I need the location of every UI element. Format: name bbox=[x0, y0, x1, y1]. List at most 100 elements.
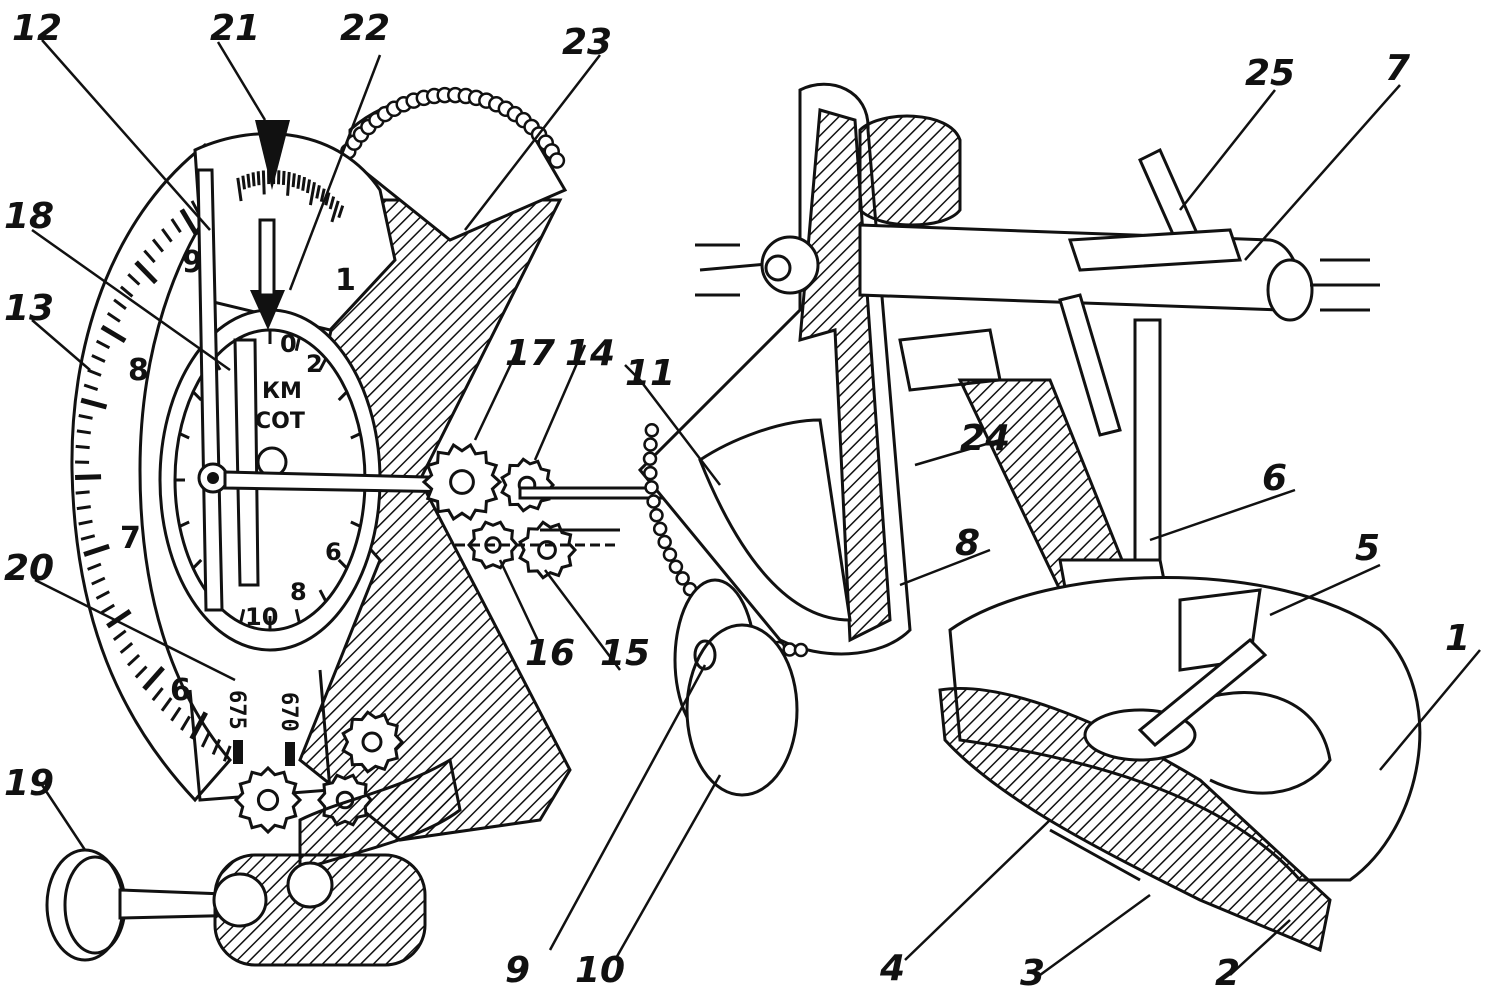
outer-scale-tick bbox=[78, 414, 93, 420]
outer-scale-tick bbox=[83, 383, 99, 391]
outer-scale-tick bbox=[127, 273, 141, 286]
callout-7: 7 bbox=[1385, 48, 1410, 89]
outer-scale-tick bbox=[95, 590, 110, 600]
outer-scale-tick bbox=[95, 339, 111, 350]
bracket-tooth bbox=[668, 559, 684, 575]
spur-gear-block bbox=[212, 853, 427, 967]
follower-lever bbox=[1137, 637, 1268, 748]
outer-scale-tick bbox=[180, 715, 191, 731]
inner-dial-label-10: 10 bbox=[245, 603, 278, 631]
counter-marker-670 bbox=[285, 742, 295, 766]
clamp-25 bbox=[1067, 228, 1243, 272]
outer-scale-tick bbox=[76, 429, 92, 435]
inner-dial-label-2: 2 bbox=[306, 350, 323, 378]
outer-scale-tick bbox=[143, 249, 156, 264]
bracket-tooth bbox=[646, 494, 661, 509]
long-pointer-12 bbox=[196, 168, 224, 612]
inner-dial-tick bbox=[318, 357, 328, 371]
upper-scale-tick bbox=[256, 171, 261, 186]
callout-10: 10 bbox=[575, 950, 625, 991]
outer-scale-tick bbox=[80, 397, 108, 410]
inner-dial-tick bbox=[179, 520, 190, 528]
gear-tooth bbox=[548, 152, 566, 169]
outer-scale-label-7: 7 bbox=[120, 521, 141, 556]
upper-scale-tick bbox=[308, 181, 316, 206]
inner-dial-tick bbox=[294, 609, 301, 623]
bracket-tooth bbox=[657, 534, 672, 550]
pointer-18 bbox=[233, 338, 260, 587]
upper-scale-tick bbox=[328, 196, 336, 210]
gear-14 bbox=[500, 457, 556, 513]
upper-scale-tick bbox=[251, 172, 256, 187]
callout-18: 18 bbox=[4, 196, 54, 237]
counter-gear-b bbox=[233, 765, 303, 835]
inner-dial-label-0: 0 bbox=[280, 330, 297, 358]
outer-scale-tick bbox=[119, 642, 134, 654]
outer-scale-tick bbox=[87, 562, 102, 571]
callout-1: 1 bbox=[1445, 618, 1470, 659]
bracket-tooth bbox=[644, 423, 660, 438]
bracket-tooth bbox=[675, 571, 690, 586]
index-arrow-22 bbox=[250, 290, 285, 330]
outer-scale-tick bbox=[170, 218, 182, 234]
fixed-support-cam bbox=[1049, 828, 1141, 882]
dial-hub-center bbox=[207, 472, 219, 484]
callout-24: 24 bbox=[960, 418, 1010, 459]
inner-dial-tick bbox=[192, 390, 203, 402]
callout-25: 25 bbox=[1245, 53, 1295, 94]
inner-dial-tick bbox=[239, 609, 246, 623]
inner-dial-tick bbox=[294, 337, 301, 351]
gear-17 bbox=[421, 442, 503, 522]
index-stem-22 bbox=[258, 218, 276, 297]
inner-dial-tick bbox=[192, 558, 203, 570]
counter-reading-675: 675 bbox=[224, 690, 249, 730]
upper-scale-tick bbox=[286, 171, 291, 196]
outer-scale-tick bbox=[151, 687, 164, 702]
bracket-tooth bbox=[643, 465, 658, 481]
inner-dial-tick bbox=[350, 520, 361, 528]
upper-scale-tick bbox=[319, 188, 326, 203]
outer-scale-tick bbox=[151, 238, 164, 253]
callout-8: 8 bbox=[955, 523, 980, 564]
upper-scale-tick bbox=[296, 174, 301, 189]
outer-scale-tick bbox=[75, 490, 90, 495]
upper-scale-tick bbox=[315, 185, 321, 199]
outer-scale-tick bbox=[179, 208, 200, 237]
outer-scale-tick bbox=[127, 653, 141, 667]
outer-scale-tick bbox=[87, 368, 102, 377]
outer-scale-label-6: 6 bbox=[170, 673, 191, 708]
fixed-support-right bbox=[1320, 258, 1370, 312]
outer-scale-tick bbox=[119, 285, 134, 298]
callout-2: 2 bbox=[1215, 953, 1240, 994]
outer-scale-tick bbox=[211, 738, 221, 756]
callout-19: 19 bbox=[4, 763, 54, 804]
counter-gear-b-hub bbox=[256, 788, 280, 812]
callout-4: 4 bbox=[879, 948, 905, 989]
outer-scale-disc bbox=[70, 143, 243, 803]
callout-12: 12 bbox=[12, 8, 62, 49]
callout-21: 21 bbox=[210, 8, 260, 49]
leader-lines bbox=[31, 39, 1481, 977]
inner-dial-label-6: 6 bbox=[325, 538, 342, 566]
callout-20: 20 bbox=[4, 548, 54, 589]
counter-marker-675 bbox=[233, 740, 243, 764]
shaft-drum bbox=[858, 114, 962, 227]
fixed-support-left bbox=[695, 243, 740, 297]
outer-scale-tick bbox=[134, 665, 148, 679]
inner-dial-unit-km: КМ bbox=[262, 379, 302, 404]
callout-16: 16 bbox=[525, 633, 575, 674]
outer-scale-tick bbox=[78, 519, 93, 526]
upper-scale-tick bbox=[337, 205, 345, 219]
outer-scale-tick bbox=[91, 354, 106, 363]
callout-22: 22 bbox=[340, 8, 390, 49]
inner-dial-tick bbox=[179, 432, 190, 440]
inner-dial-unit-sot: СОТ bbox=[255, 409, 305, 434]
rod-link bbox=[1058, 293, 1122, 437]
upper-scale-tick bbox=[291, 173, 296, 188]
gear-10 bbox=[685, 623, 799, 797]
inner-dial-tick bbox=[337, 558, 348, 570]
inner-dial-label-8: 8 bbox=[290, 578, 307, 606]
outer-scale-tick bbox=[142, 666, 165, 691]
bracket-8-window bbox=[698, 418, 852, 622]
counter-reading-670: 670 bbox=[276, 692, 301, 732]
